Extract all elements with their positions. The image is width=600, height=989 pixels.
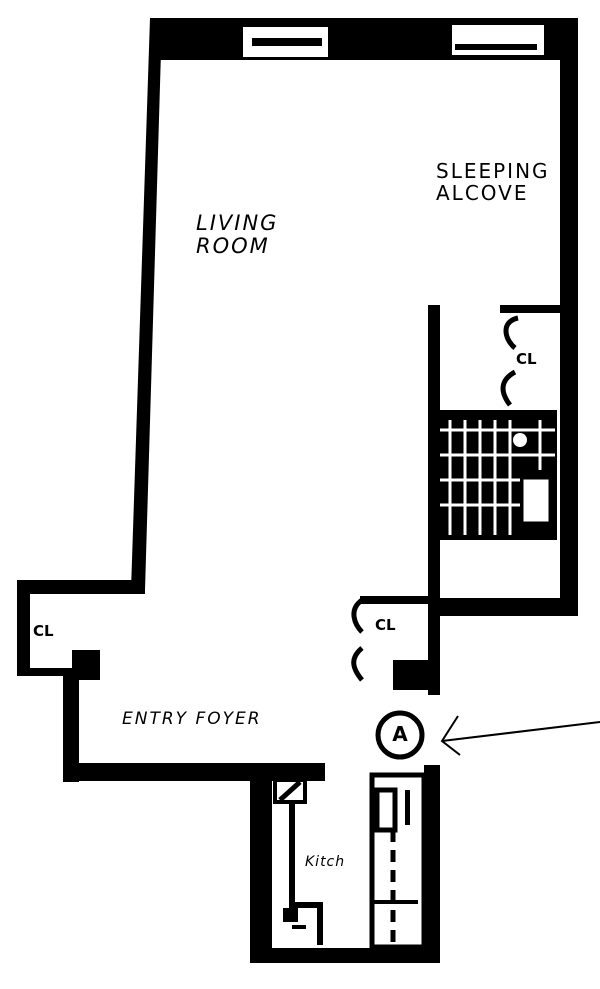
kitchen-right-wall [424, 765, 440, 963]
window-right-sill [455, 44, 537, 50]
closet-top-wall [500, 305, 562, 313]
kitchen-fixtures [273, 772, 427, 950]
foyer-left-wall [63, 670, 79, 782]
closet-label-left: CL [33, 622, 54, 640]
left-closet-bottom [17, 668, 77, 676]
left-wall [131, 18, 162, 590]
toilet [520, 476, 552, 525]
sleeping-alcove-label-line1: SLEEPING [436, 159, 550, 183]
kitchen-label: Kitch [305, 854, 346, 870]
step-wall [18, 580, 145, 594]
living-room-label: LIVING ROOM [196, 211, 279, 259]
closet-bath-bottom-wall [430, 598, 578, 616]
closet-door-right [351, 597, 364, 682]
entrance-arrow [441, 721, 600, 742]
living-room-label-line2: ROOM [196, 234, 270, 259]
bathroom [435, 410, 557, 540]
right-closet-top [360, 596, 440, 604]
closet-door-upper [500, 315, 519, 407]
closet-label-foyer: CL [375, 616, 396, 634]
entrance-marker-circle [375, 710, 425, 760]
kitchen-bottom-wall [250, 948, 440, 963]
bath-fixture [513, 433, 527, 447]
walls [17, 18, 578, 963]
window-right [452, 25, 544, 55]
window-left-sill [252, 38, 322, 46]
kitchen-left-wall [250, 775, 272, 963]
sleeping-alcove-label-line2: ALCOVE [436, 181, 529, 205]
closet-label-upper-right: CL [516, 350, 537, 368]
right-wall [560, 20, 578, 616]
living-room-label-line1: LIVING [196, 211, 279, 235]
entry-foyer-label: ENTRY FOYER [122, 709, 262, 729]
right-closet-block [393, 660, 440, 690]
entrance-arrowhead [440, 715, 461, 756]
left-closet-wall [17, 580, 30, 676]
sleeping-alcove-label: SLEEPING ALCOVE [436, 160, 550, 204]
entrance-marker-letter: A [392, 722, 408, 746]
